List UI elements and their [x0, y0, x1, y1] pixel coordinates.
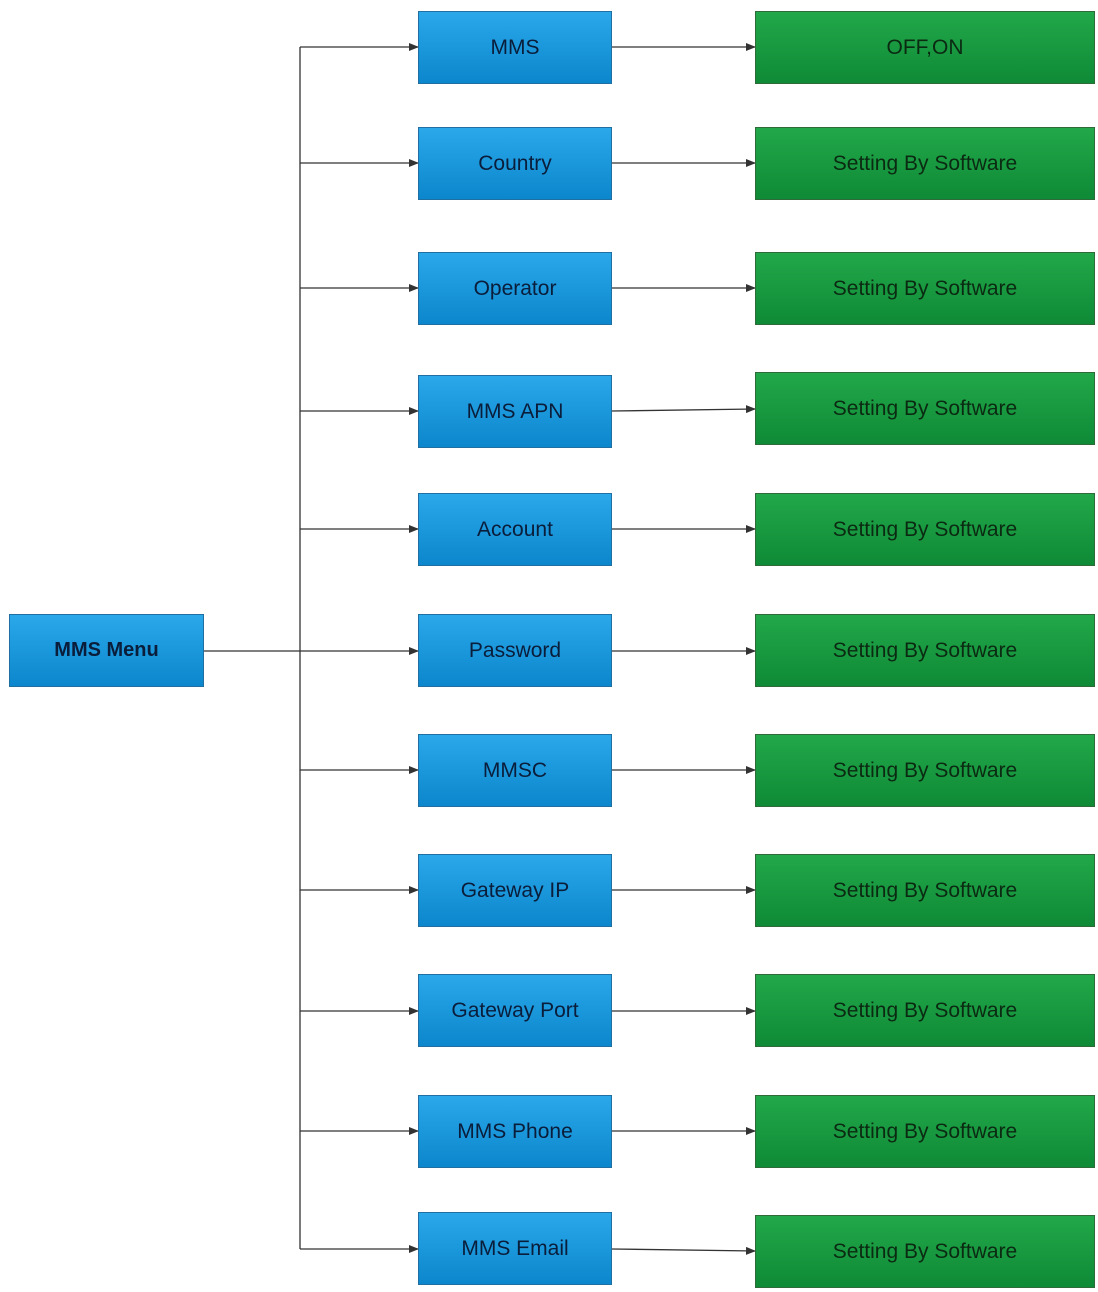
value-node-password: Setting By Software	[755, 614, 1095, 687]
value-node-operator: Setting By Software	[755, 252, 1095, 325]
value-node-mms: OFF,ON	[755, 11, 1095, 84]
menu-node-account: Account	[418, 493, 612, 566]
menu-node-mmsc: MMSC	[418, 734, 612, 807]
value-node-mms-email: Setting By Software	[755, 1215, 1095, 1288]
value-node-mms-apn: Setting By Software	[755, 372, 1095, 445]
menu-node-mms: MMS	[418, 11, 612, 84]
value-arrow	[611, 405, 756, 414]
value-arrow	[611, 1246, 756, 1255]
value-node-mms-phone: Setting By Software	[755, 1095, 1095, 1168]
menu-node-mms-email: MMS Email	[418, 1212, 612, 1285]
value-node-gateway-port: Setting By Software	[755, 974, 1095, 1047]
menu-node-gateway-ip: Gateway IP	[418, 854, 612, 927]
menu-node-password: Password	[418, 614, 612, 687]
root-node-mms-menu: MMS Menu	[9, 614, 204, 687]
value-node-gateway-ip: Setting By Software	[755, 854, 1095, 927]
value-node-mmsc: Setting By Software	[755, 734, 1095, 807]
value-node-account: Setting By Software	[755, 493, 1095, 566]
menu-node-gateway-port: Gateway Port	[418, 974, 612, 1047]
value-node-country: Setting By Software	[755, 127, 1095, 200]
menu-node-mms-phone: MMS Phone	[418, 1095, 612, 1168]
menu-node-operator: Operator	[418, 252, 612, 325]
menu-node-country: Country	[418, 127, 612, 200]
menu-node-mms-apn: MMS APN	[418, 375, 612, 448]
